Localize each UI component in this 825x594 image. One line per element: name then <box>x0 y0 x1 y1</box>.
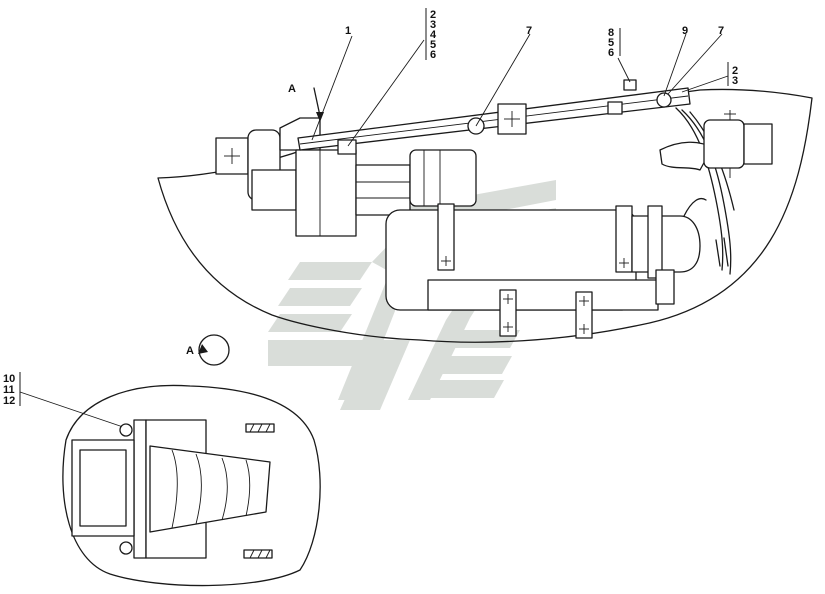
callout-stack-d: 10 11 12 <box>3 373 15 407</box>
callout-stack-c: 2 3 <box>732 65 738 87</box>
leader-lines <box>19 33 729 429</box>
detail-view <box>62 384 321 587</box>
stack-d-item: 11 <box>3 384 15 396</box>
view-arrow <box>313 87 324 122</box>
stack-d-item: 10 <box>3 373 15 385</box>
callout-7-right: 7 <box>718 25 724 37</box>
stack-d-item: 12 <box>3 395 15 407</box>
stack-a-item: 2 <box>430 9 436 21</box>
callout-7-left: 7 <box>526 25 532 37</box>
view-arrow-label: A <box>288 83 296 95</box>
stack-a-item: 4 <box>430 29 437 41</box>
callout-1: 1 <box>345 25 351 37</box>
battery-box <box>385 197 729 339</box>
stack-a-item: 6 <box>430 49 436 61</box>
stack-b-item: 6 <box>608 47 614 59</box>
right-connector <box>659 107 773 275</box>
stack-a-item: 3 <box>430 19 436 31</box>
stack-c-item: 3 <box>732 75 738 87</box>
stack-a-item: 5 <box>430 39 436 51</box>
callout-stack-a: 2 3 4 5 6 <box>430 9 437 61</box>
callout-9: 9 <box>682 25 688 37</box>
view-circle-label: A <box>186 345 194 357</box>
view-circle <box>198 334 230 366</box>
upper-rail <box>297 79 691 155</box>
stack-b-item: 5 <box>608 37 614 49</box>
callout-stack-b: 8 5 6 <box>608 27 614 59</box>
stack-b-item: 8 <box>608 27 614 39</box>
stack-c-item: 2 <box>732 65 738 77</box>
callout-bars <box>19 8 729 406</box>
